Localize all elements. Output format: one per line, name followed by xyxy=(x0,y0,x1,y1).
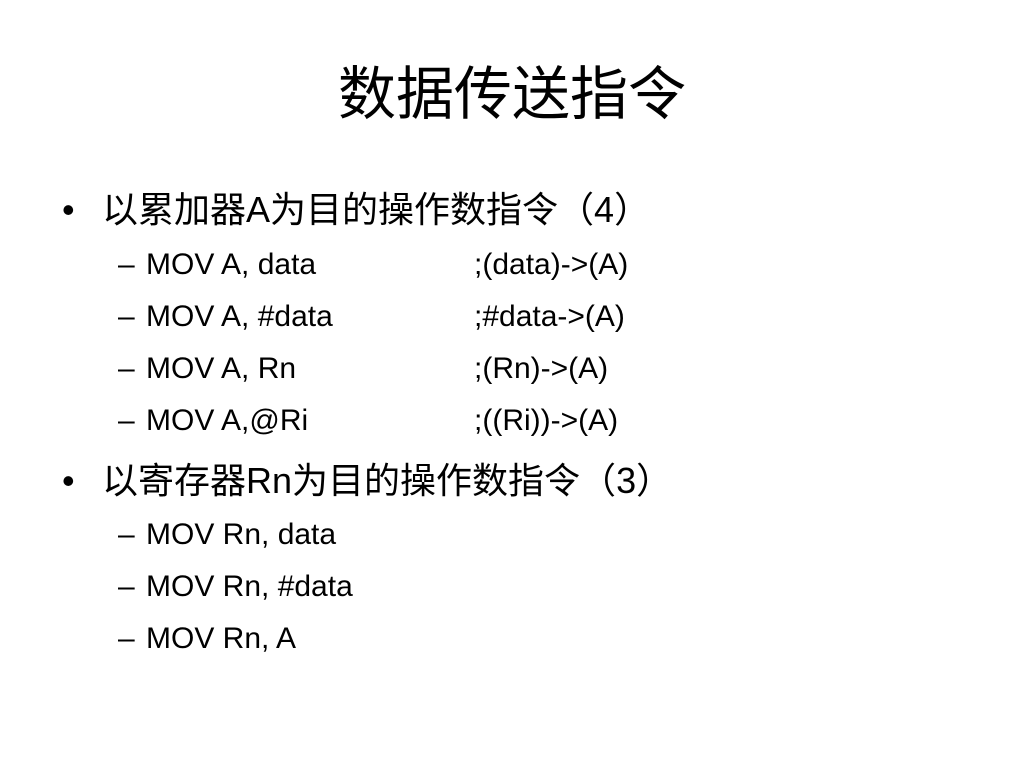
instruction-comment: ;(Rn)->(A) xyxy=(474,352,609,385)
dash-icon: – xyxy=(118,570,135,603)
instruction-comment: ;#data->(A) xyxy=(474,300,625,333)
instruction-text: MOV A, data xyxy=(146,248,317,281)
section-heading-text: 以累加器A为目的操作数指令（4） xyxy=(102,186,650,235)
instruction-text: MOV Rn, A xyxy=(146,622,297,655)
heading-count: 3 xyxy=(616,460,637,501)
heading-close: ） xyxy=(636,461,673,502)
section-heading-text: 以寄存器Rn为目的操作数指令（3） xyxy=(102,457,672,506)
instruction-text: MOV Rn, #data xyxy=(146,570,353,603)
heading-part2: 为目的操作数指令（ xyxy=(292,461,617,502)
heading-register: A xyxy=(246,189,271,230)
dash-icon: – xyxy=(118,404,135,437)
dash-icon: – xyxy=(118,622,135,655)
dash-icon: – xyxy=(118,248,135,281)
slide-title: 数据传送指令 xyxy=(337,60,686,128)
dash-icon: – xyxy=(118,518,135,551)
instruction-comment: ;((Ri))->(A) xyxy=(474,404,619,437)
instruction-text: MOV A,@Ri xyxy=(146,404,309,437)
bullet-icon: • xyxy=(62,460,75,501)
heading-part2: 为目的操作数指令（ xyxy=(270,190,595,231)
heading-register: Rn xyxy=(246,460,293,501)
instruction-comment: ;(data)->(A) xyxy=(474,248,629,281)
bullet-icon: • xyxy=(62,189,75,230)
heading-count: 4 xyxy=(594,189,615,230)
instruction-text: MOV Rn, data xyxy=(146,518,337,551)
heading-close: ） xyxy=(614,190,651,231)
instruction-text: MOV A, Rn xyxy=(146,352,297,385)
dash-icon: – xyxy=(118,352,135,385)
heading-part1: 以累加器 xyxy=(102,190,247,231)
dash-icon: – xyxy=(118,300,135,333)
heading-part1: 以寄存器 xyxy=(102,461,247,502)
instruction-text: MOV A, #data xyxy=(146,300,333,333)
